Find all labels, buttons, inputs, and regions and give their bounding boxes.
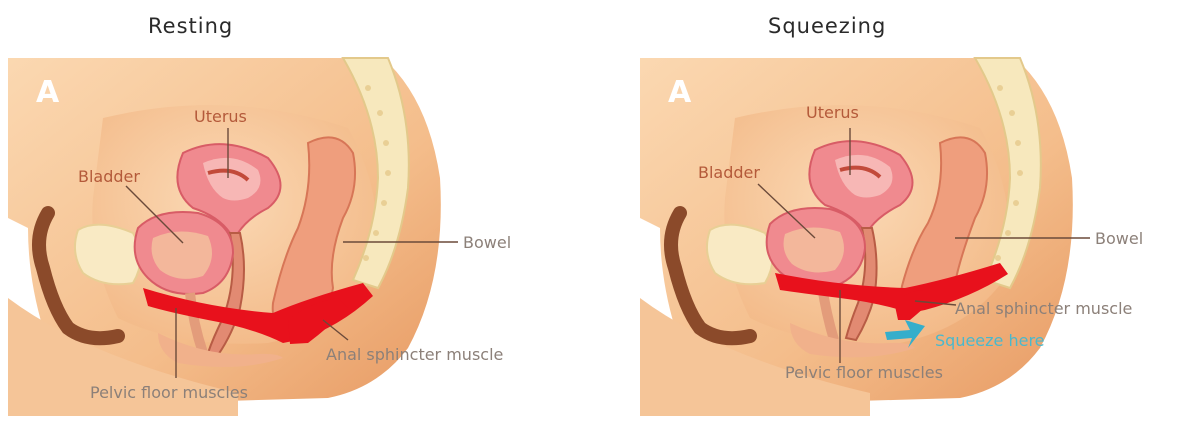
panel-title-squeezing: Squeezing [768, 14, 886, 38]
label-pelvic-floor: Pelvic floor muscles [90, 383, 248, 402]
diagram-squeezing: A Uterus Bladder Bowel Anal sphincter mu… [640, 58, 1080, 416]
label-uterus: Uterus [806, 103, 859, 122]
panel-title-resting: Resting [148, 14, 233, 38]
label-bladder: Bladder [698, 163, 760, 182]
label-anal-sphincter: Anal sphincter muscle [326, 345, 503, 364]
label-squeeze-here: Squeeze here [935, 331, 1045, 350]
label-uterus: Uterus [194, 107, 247, 126]
panel-letter: A [36, 75, 60, 110]
label-bladder: Bladder [78, 167, 140, 186]
pubic-bone [75, 225, 141, 285]
label-bowel: Bowel [463, 233, 511, 252]
pubic-bone [707, 225, 773, 285]
label-bowel: Bowel [1095, 229, 1143, 248]
diagram-resting: A Uterus Bladder Bowel Anal sphincter mu… [8, 58, 448, 416]
label-anal-sphincter: Anal sphincter muscle [955, 299, 1132, 318]
panel-letter: A [668, 75, 692, 110]
anatomy-illustration-squeezing: A Uterus Bladder Bowel Anal sphincter mu… [640, 58, 1080, 416]
anatomy-illustration-resting: A Uterus Bladder Bowel Anal sphincter mu… [8, 58, 448, 416]
label-pelvic-floor: Pelvic floor muscles [785, 363, 943, 382]
